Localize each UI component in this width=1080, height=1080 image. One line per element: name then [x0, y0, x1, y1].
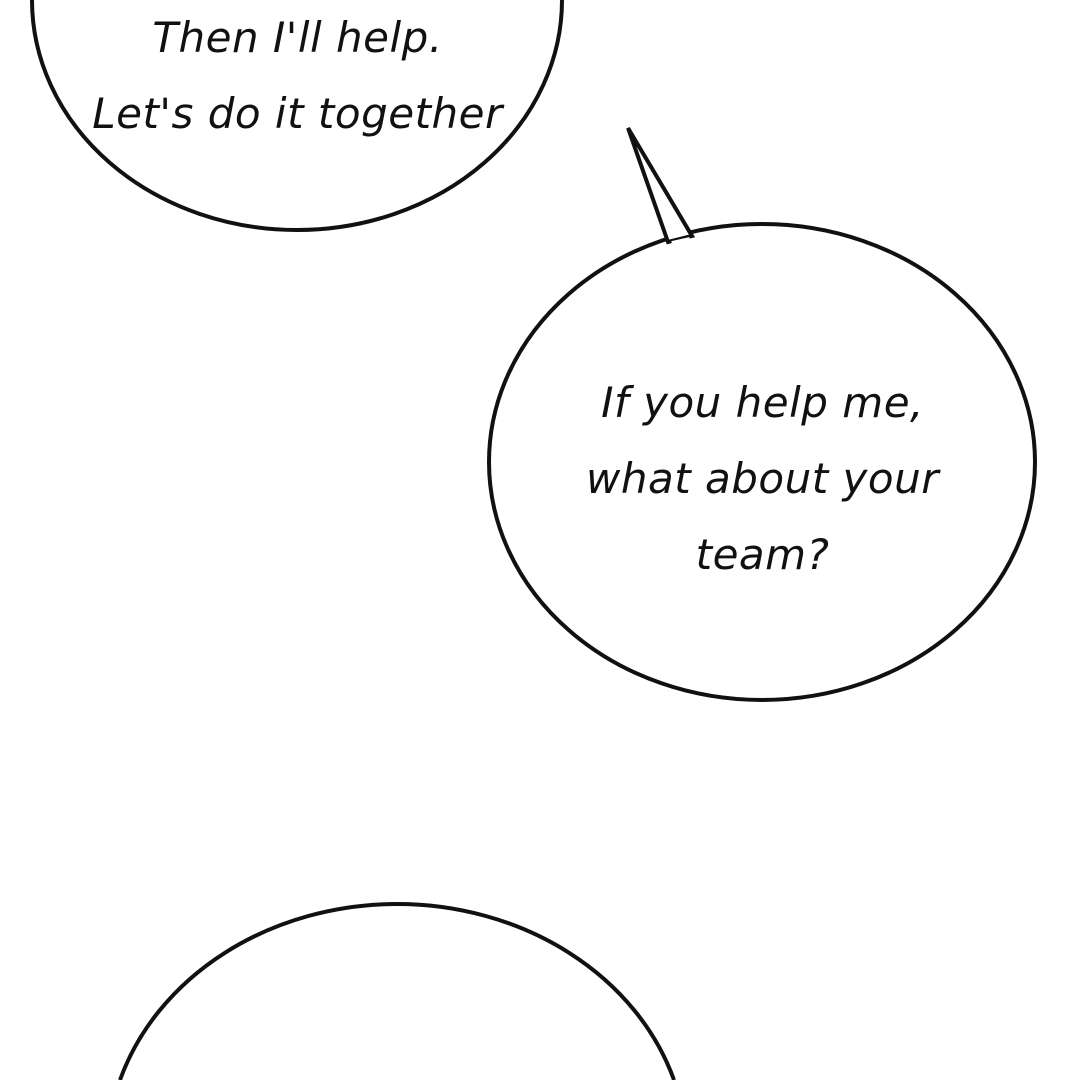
speech-bubble-2-tail — [626, 126, 696, 245]
dialogue-line: what about your — [586, 454, 939, 503]
speech-bubble-1 — [30, 0, 564, 232]
dialogue-line: Then I'll help. — [152, 13, 443, 62]
dialogue-line: Let's do it together — [92, 89, 503, 138]
speech-bubble-2 — [487, 222, 1037, 702]
dialogue-line: If you help me, — [601, 378, 924, 427]
speech-bubble-2-text: If you help me, what about your team? — [489, 365, 1036, 593]
speech-bubble-1-text: Then I'll help. Let's do it together — [32, 0, 563, 152]
dialogue-line: team? — [695, 530, 830, 579]
speech-bubble-3 — [118, 902, 676, 1080]
